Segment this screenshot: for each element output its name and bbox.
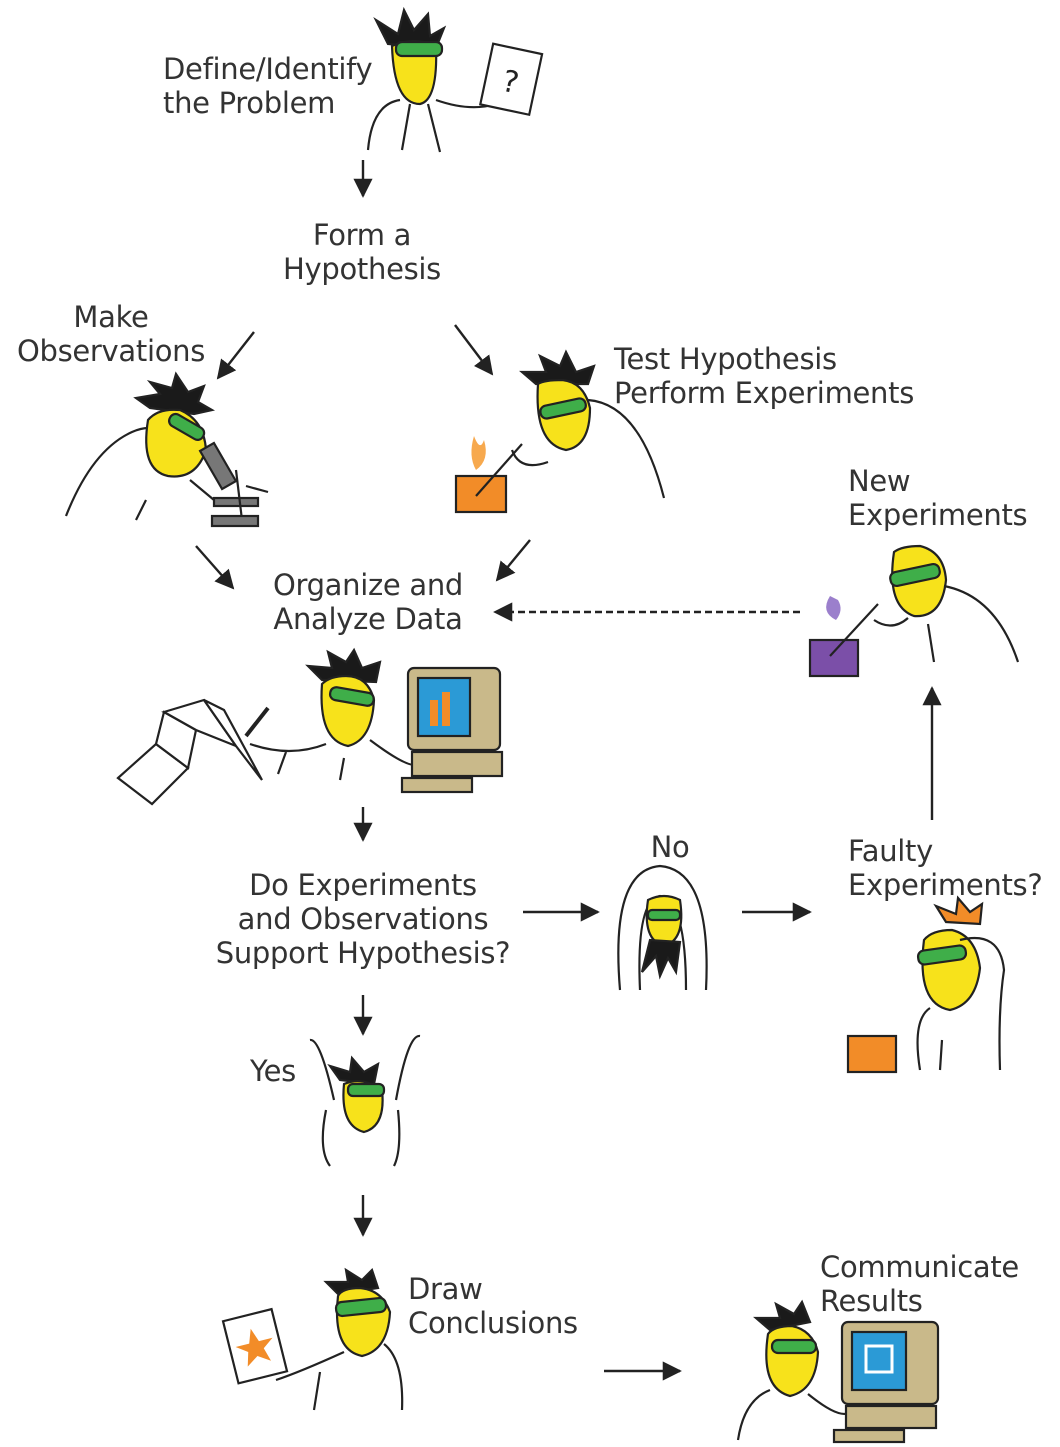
smoke-icon: [826, 596, 841, 620]
question-paper-icon: ?: [478, 42, 544, 117]
label-organize-data: Organize and Analyze Data: [272, 568, 464, 636]
computer-icon: [832, 1320, 940, 1444]
label-test-hypothesis: Test Hypothesis Perform Experiments: [614, 342, 915, 410]
goggles-icon: [770, 1338, 818, 1355]
goggles-icon: [168, 412, 206, 441]
goggles-icon: [346, 1082, 386, 1098]
coat-icon: [916, 936, 1006, 1071]
scientist-new-experiment: [808, 544, 1020, 678]
flow-arrows: [195, 160, 942, 1381]
label-communicate-results: Communicate Results: [820, 1250, 1019, 1318]
goggles-icon: [646, 908, 682, 922]
label-define-problem: Define/Identify the Problem: [163, 52, 373, 120]
star-paper-icon: [221, 1307, 289, 1385]
scientist-celebrating: [309, 1034, 421, 1167]
arrow-hypothesis-to-observations: [216, 331, 255, 380]
goggles-icon: [539, 397, 587, 420]
label-faulty-experiments: Faulty Experiments?: [848, 834, 1043, 902]
computer-icon: [400, 666, 504, 794]
hair-icon: [519, 349, 596, 386]
goggles-icon: [889, 562, 941, 588]
head-icon: [765, 1324, 820, 1398]
arrow-observations-to-organize: [195, 545, 235, 590]
arrow-hypothesis-to-test: [454, 324, 494, 376]
svg-text:?: ?: [499, 64, 522, 102]
folded-paper-icon: [116, 698, 263, 806]
stirring-rod: [475, 443, 523, 497]
hair-icon: [933, 895, 984, 926]
goggles-icon: [394, 40, 444, 58]
scientist-communicate: [736, 1299, 940, 1444]
head-icon: [921, 928, 982, 1012]
label-support-question: Do Experiments and Observations Support …: [215, 868, 511, 970]
scientist-bowing: [617, 864, 708, 991]
coat-icon: [366, 98, 497, 153]
scientist-conclusions: [221, 1267, 404, 1411]
coat-icon: [275, 1343, 404, 1411]
microscope-icon: [198, 441, 269, 528]
beaker-icon: [846, 1034, 898, 1074]
body-icon: [321, 1109, 401, 1167]
hair-icon: [373, 6, 447, 50]
label-new-experiments: New Experiments: [848, 464, 1028, 532]
head-icon: [320, 674, 376, 748]
goggles-icon: [334, 1296, 388, 1318]
arrow-test-to-organize: [495, 539, 531, 582]
label-no: No: [650, 830, 690, 864]
pencil-icon: [244, 706, 270, 738]
coat-icon: [249, 739, 419, 781]
label-yes: Yes: [250, 1054, 296, 1088]
label-make-observations: Make Observations: [16, 300, 206, 368]
scientist-confused: [846, 895, 1006, 1074]
label-draw-conclusions: Draw Conclusions: [408, 1272, 578, 1340]
stirring-rod: [829, 603, 879, 657]
hair-icon: [640, 938, 682, 980]
scientist-experiment: [454, 349, 666, 514]
beaker-icon: [808, 638, 860, 678]
scientist-computer: [116, 647, 504, 806]
arms-icon: [309, 1034, 421, 1101]
hair-icon: [327, 1055, 380, 1086]
scientist-thinking: ?: [366, 6, 544, 153]
hair-icon: [133, 371, 216, 416]
flame-icon: [471, 436, 486, 470]
coat-icon: [873, 584, 1020, 663]
scientist-microscope: [64, 371, 269, 528]
goggles-icon: [328, 686, 375, 707]
goggles-icon: [916, 944, 968, 966]
hair-icon: [753, 1299, 812, 1332]
beaker-icon: [454, 474, 508, 514]
hair-icon: [305, 647, 382, 684]
label-form-hypothesis: Form a Hypothesis: [283, 218, 441, 286]
